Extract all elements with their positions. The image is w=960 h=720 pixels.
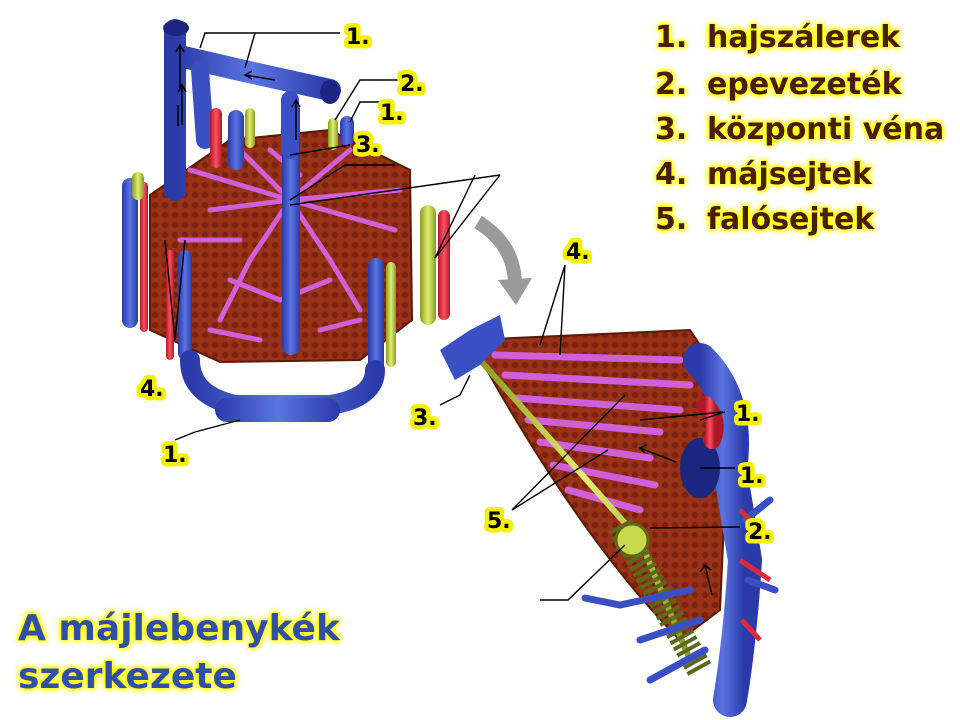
legend-number: 2. bbox=[655, 67, 688, 102]
legend-item-3: 3. központi véna bbox=[655, 112, 944, 147]
central-vein-left bbox=[282, 100, 300, 355]
legend-item-1: 1. hajszálerek bbox=[655, 20, 900, 55]
label-1-right-b: 1. bbox=[740, 464, 764, 489]
label-2-top: 2. bbox=[400, 72, 424, 97]
legend-number: 4. bbox=[655, 157, 688, 192]
label-4-right: 4. bbox=[566, 240, 590, 265]
label-2-right: 2. bbox=[748, 520, 772, 545]
central-vein-right bbox=[440, 300, 505, 380]
label-1-bottom: 1. bbox=[163, 443, 187, 468]
right-portal-triads bbox=[328, 116, 450, 378]
hepatic-vein-top bbox=[164, 19, 341, 201]
legend-item-2: 2. epevezeték bbox=[655, 67, 902, 102]
label-4-left: 4. bbox=[140, 377, 164, 402]
left-sinusoids bbox=[177, 147, 403, 343]
label-1-mid: 1. bbox=[380, 101, 404, 126]
left-lobule bbox=[122, 19, 450, 422]
legend-item-4: 4. májsejtek bbox=[655, 157, 872, 192]
number-labels: 1. 2. 1. 3. 4. 1. 4. 3. 1. 1. 5. 2. bbox=[136, 21, 777, 550]
legend-text: epevezeték bbox=[707, 67, 902, 102]
legend-text: májsejtek bbox=[707, 157, 872, 192]
legend-text: falósejtek bbox=[707, 202, 875, 237]
label-3-top: 3. bbox=[356, 133, 380, 158]
transition-arrow bbox=[474, 216, 522, 286]
legend-number: 1. bbox=[655, 20, 688, 55]
page-title-line-1: A májlebenykék bbox=[18, 608, 340, 649]
page-title-line-2: szerkezete bbox=[18, 656, 237, 697]
label-1-top: 1. bbox=[346, 25, 370, 50]
portal-vein-right bbox=[683, 343, 763, 717]
legend-item-5: 5. falósejtek bbox=[655, 202, 874, 237]
right-wedge bbox=[440, 300, 779, 717]
hepatic-artery-right bbox=[696, 396, 724, 449]
legend-number: 3. bbox=[655, 112, 688, 147]
legend-number: 5. bbox=[655, 202, 688, 237]
leader-lines bbox=[164, 32, 741, 601]
label-3-right: 3. bbox=[413, 406, 437, 431]
label-1-right-a: 1. bbox=[736, 402, 760, 427]
label-5-right: 5. bbox=[487, 509, 511, 534]
legend-text: hajszálerek bbox=[707, 20, 901, 55]
legend-text: központi véna bbox=[707, 112, 945, 147]
